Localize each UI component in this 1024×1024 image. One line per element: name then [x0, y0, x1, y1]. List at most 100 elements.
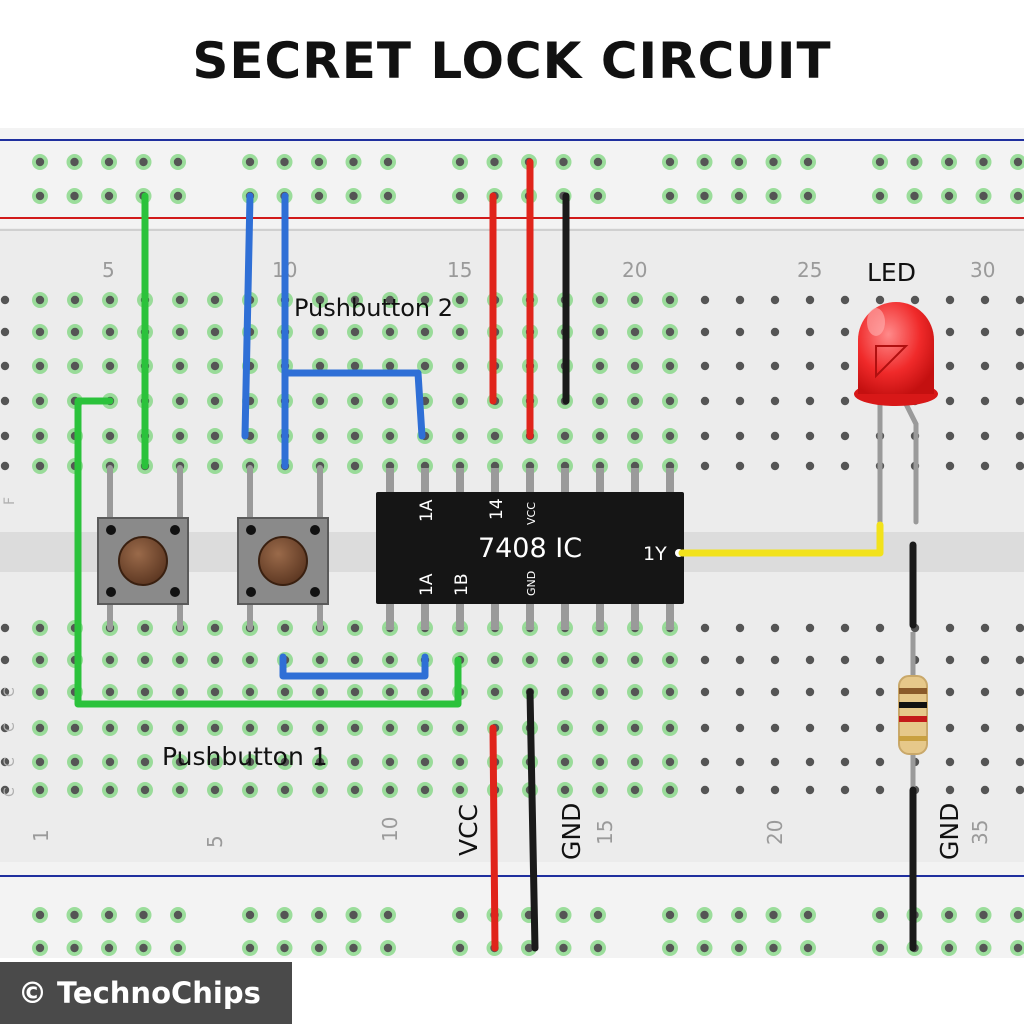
hole — [455, 327, 465, 337]
pushbutton-cap[interactable] — [258, 536, 308, 586]
hole — [210, 396, 220, 406]
hole — [734, 910, 744, 920]
hole — [385, 687, 395, 697]
hole — [840, 723, 850, 733]
bottom-power-rail — [0, 862, 1024, 958]
hole — [979, 157, 988, 167]
hole — [385, 396, 395, 406]
pushbutton-2[interactable] — [237, 517, 329, 605]
hole — [245, 943, 255, 953]
hole — [665, 327, 675, 337]
hole — [245, 757, 255, 767]
hole — [665, 191, 675, 201]
hole — [735, 396, 745, 406]
hole — [210, 757, 220, 767]
hole — [805, 431, 815, 441]
hole — [944, 157, 954, 167]
hole — [104, 943, 114, 953]
hole — [245, 785, 255, 795]
hole — [1015, 623, 1024, 633]
hole — [700, 396, 710, 406]
hole — [140, 785, 150, 795]
hole — [175, 687, 185, 697]
pushbutton-cap[interactable] — [118, 536, 168, 586]
hole — [980, 723, 990, 733]
hole — [175, 431, 185, 441]
diagram-title: SECRET LOCK CIRCUIT — [192, 32, 832, 90]
hole — [700, 361, 710, 371]
hole — [735, 757, 745, 767]
row-letter: C — [2, 787, 18, 797]
hole — [875, 943, 885, 953]
hole — [980, 295, 990, 305]
hole — [173, 191, 183, 201]
wire-yellow — [678, 521, 884, 557]
hole — [875, 785, 885, 795]
pushbutton-1[interactable] — [97, 517, 189, 605]
copyright-symbol: © — [18, 976, 47, 1010]
hole — [700, 655, 710, 665]
hole — [875, 191, 885, 201]
column-number: 25 — [797, 258, 822, 282]
hole — [524, 943, 534, 953]
hole — [173, 157, 183, 167]
hole — [735, 431, 745, 441]
hole — [735, 327, 745, 337]
hole — [35, 327, 45, 337]
hole — [315, 757, 325, 767]
hole — [210, 785, 220, 795]
ic-pin-label: 14 — [487, 498, 507, 520]
hole — [420, 723, 430, 733]
pushbutton-1-label: Pushbutton 1 — [162, 742, 328, 771]
hole — [560, 431, 570, 441]
wire-blue — [281, 369, 426, 440]
hole — [980, 396, 990, 406]
hole — [595, 431, 605, 441]
hole — [314, 943, 324, 953]
wire-blue — [279, 653, 429, 680]
hole — [35, 723, 45, 733]
hole — [945, 431, 955, 441]
hole — [35, 191, 45, 201]
column-number: 5 — [102, 258, 115, 282]
hole — [315, 785, 325, 795]
hole — [944, 191, 954, 201]
hole — [385, 757, 395, 767]
hole — [35, 655, 45, 665]
hole — [525, 655, 535, 665]
hole — [805, 396, 815, 406]
hole — [665, 157, 675, 167]
hole — [70, 785, 80, 795]
hole — [315, 295, 325, 305]
hole — [175, 295, 185, 305]
column-number: 20 — [763, 820, 787, 845]
hole — [350, 295, 360, 305]
hole — [735, 785, 745, 795]
hole — [979, 943, 988, 953]
row-letter: C — [2, 687, 18, 697]
hole — [944, 910, 954, 920]
gnd-label: GND — [935, 803, 964, 860]
hole — [770, 461, 780, 471]
hole — [35, 757, 45, 767]
hole — [455, 157, 465, 167]
hole — [875, 910, 885, 920]
hole — [700, 461, 710, 471]
hole — [770, 687, 780, 697]
row-letter: F — [2, 497, 18, 505]
column-number: 30 — [970, 258, 995, 282]
hole — [595, 655, 605, 665]
hole — [350, 623, 360, 633]
hole — [210, 461, 220, 471]
hole — [350, 461, 360, 471]
hole — [840, 361, 850, 371]
hole — [70, 757, 80, 767]
hole — [875, 623, 885, 633]
hole — [349, 943, 358, 953]
hole — [630, 396, 640, 406]
hole — [0, 431, 10, 441]
hole — [105, 723, 115, 733]
hole — [104, 157, 114, 167]
hole — [630, 655, 640, 665]
